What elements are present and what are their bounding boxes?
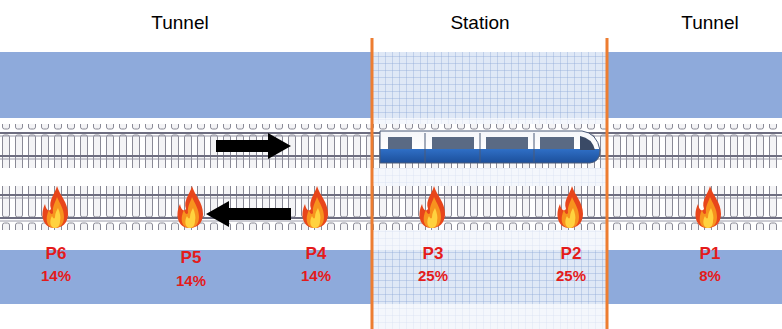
fire-icon [42, 186, 68, 228]
fire-icon [302, 186, 328, 228]
wall-band [0, 250, 782, 304]
fire-icon [419, 186, 445, 228]
direction-arrow [206, 201, 291, 227]
position-label: P3 [423, 245, 444, 262]
position-label: P4 [306, 245, 327, 262]
track [0, 124, 782, 168]
boundary-line [371, 38, 374, 329]
station-platform [372, 52, 607, 118]
position-label: P5 [181, 249, 202, 266]
fire-icon [177, 186, 203, 228]
probability-value: 8% [699, 268, 721, 283]
region-title: Tunnel [151, 13, 208, 32]
direction-arrow [216, 133, 291, 159]
region-title: Tunnel [681, 13, 738, 32]
wall-band [0, 52, 782, 118]
probability-value: 14% [41, 268, 71, 283]
probability-value: 25% [418, 268, 448, 283]
region-title: Station [450, 13, 509, 32]
probability-value: 14% [301, 268, 331, 283]
position-label: P6 [46, 245, 67, 262]
boundary-line [606, 38, 609, 329]
position-label: P1 [700, 245, 721, 262]
position-label: P2 [561, 245, 582, 262]
probability-value: 25% [556, 268, 586, 283]
probability-value: 14% [176, 273, 206, 288]
track [0, 186, 782, 230]
fire-icon [557, 186, 583, 228]
fire-icon [695, 186, 721, 228]
train [380, 131, 600, 163]
